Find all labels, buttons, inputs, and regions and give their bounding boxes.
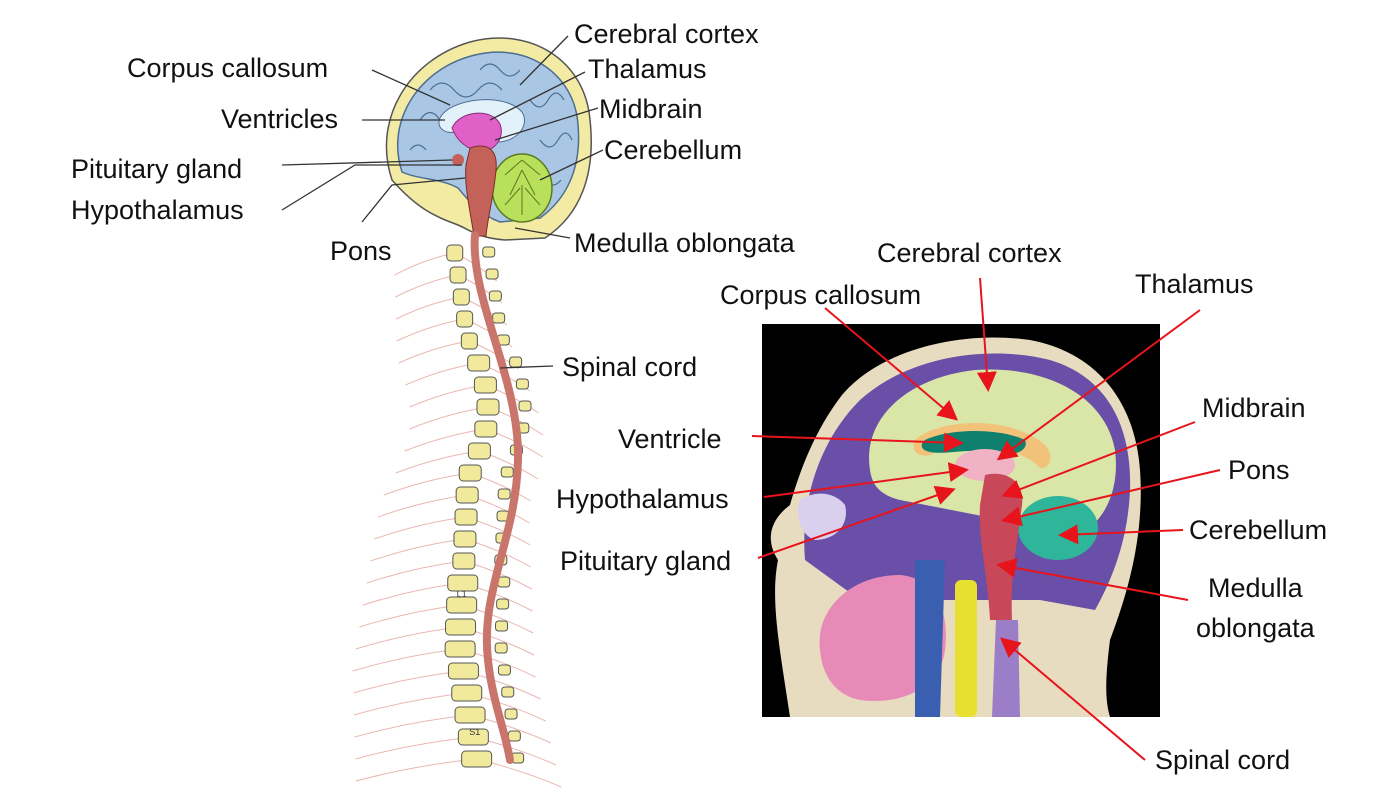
vertebra (447, 574, 479, 592)
vertebra (460, 332, 478, 350)
vertebra-process (518, 400, 532, 412)
mri-airway (915, 560, 945, 717)
vertebra (453, 530, 477, 548)
vertebra (476, 398, 500, 416)
right-label-thalamus: Thalamus (1135, 269, 1254, 299)
vertebra (449, 266, 467, 284)
thalamus (451, 112, 502, 153)
vertebra (451, 684, 483, 702)
vertebra-mark: L1 (457, 589, 467, 599)
arrow-spinal-cord (999, 637, 1146, 761)
vertebra (452, 288, 470, 306)
vertebra-process (496, 598, 510, 610)
left-label-pons: Pons (330, 236, 392, 266)
arrow-pons (1001, 469, 1221, 527)
vertebra (454, 706, 486, 724)
right-label-cerebellum: Cerebellum (1189, 515, 1328, 545)
vertebra (467, 354, 491, 372)
arrow-cerebellum (1058, 524, 1184, 545)
vertebra (467, 442, 491, 460)
left-label-corpus-callosum: Corpus callosum (127, 53, 329, 83)
right-label-pons: Pons (1228, 455, 1290, 485)
vertebra-process (492, 312, 506, 324)
right-label-midbrain: Midbrain (1202, 393, 1306, 423)
left-label-pituitary-gland: Pituitary gland (71, 154, 243, 184)
left-label-cerebral-cortex: Cerebral cortex (574, 19, 759, 49)
vertebra-process (500, 466, 514, 478)
spinal-cord (470, 231, 523, 764)
arrow-ventricle (751, 432, 964, 453)
right-label-hypothalamus: Hypothalamus (556, 484, 729, 514)
vertebra (446, 596, 478, 614)
right-label-spinal-cord: Spinal cord (1155, 745, 1291, 775)
arrow-medulla-oblongata (996, 558, 1189, 601)
vertebra-process (485, 268, 499, 280)
pituitary-gland (452, 154, 464, 166)
vertebra-process (482, 246, 496, 258)
vertebra-process (515, 378, 529, 390)
mri-spine (955, 580, 977, 717)
mri-nasal-cavity (798, 493, 846, 540)
vertebra (444, 640, 476, 658)
arrow-midbrain (1001, 421, 1196, 499)
left-label-ventricles: Ventricles (221, 104, 339, 134)
vertebra (461, 750, 493, 768)
left-leader-lines (281, 35, 604, 369)
vertebra (455, 486, 479, 504)
vertebra-process (501, 686, 515, 698)
arrow-hypothalamus (763, 462, 969, 498)
vertebra-process (504, 708, 518, 720)
left-label-cerebellum: Cerebellum (604, 135, 743, 165)
vertebra (473, 376, 497, 394)
right-label-corpus-callosum: Corpus callosum (720, 280, 922, 310)
right-label-pituitary-gland: Pituitary gland (560, 546, 732, 576)
vertebra-process (497, 488, 511, 500)
vertebra (446, 244, 464, 262)
left-label-thalamus: Thalamus (588, 54, 707, 84)
vertebra (447, 662, 479, 680)
mri-tongue (819, 575, 946, 701)
vertebra-process (494, 642, 508, 654)
brainstem (465, 145, 497, 237)
vertebra (454, 508, 478, 526)
left-label-spinal-cord: Spinal cord (562, 352, 698, 382)
arrow-thalamus (996, 309, 1201, 461)
arrow-pituitary-gland (757, 485, 956, 559)
vertebra (456, 310, 474, 328)
left-label-medulla-oblongata: Medulla oblongata (574, 228, 795, 258)
right-label-ventricle: Ventricle (618, 424, 722, 454)
vertebra (457, 728, 489, 746)
left-label-hypothalamus: Hypothalamus (71, 195, 244, 225)
arrow-corpus-callosum (824, 307, 959, 421)
left-label-midbrain: Midbrain (599, 94, 703, 124)
right-label-cerebral-cortex: Cerebral cortex (877, 238, 1062, 268)
vertebra-process (488, 290, 502, 302)
vertebra (452, 552, 476, 570)
arrow-cerebral-cortex (976, 277, 997, 392)
cerebellum-folia (504, 159, 541, 215)
vertebra (474, 420, 498, 438)
vertebra-process (495, 620, 509, 632)
vertebra (445, 618, 477, 636)
right-label-medulla-oblongata: Medulla oblongata (1196, 573, 1315, 643)
vertebra-mark: S1 (469, 727, 480, 737)
vertebra-process (497, 664, 511, 676)
vertebra (458, 464, 482, 482)
